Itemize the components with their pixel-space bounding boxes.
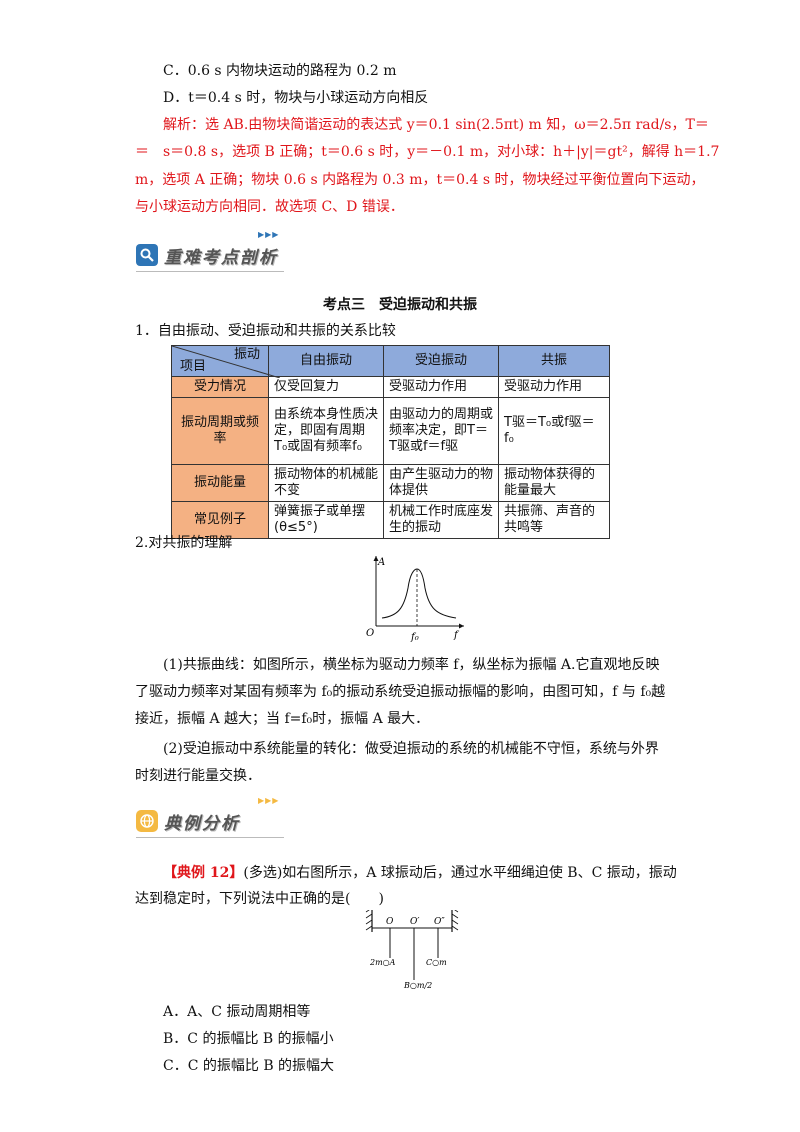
y-axis-label: A [377, 557, 385, 568]
ball-a-label: 2m○A [369, 958, 396, 967]
section-banner-examples: 典例分析 ▶▶▶ [136, 796, 284, 838]
para2-line-2: 时刻进行能量交换． [135, 768, 261, 784]
banner-title: 重难考点剖析 [164, 247, 278, 268]
analysis-line-3: m，选项 A 正确；物块 0.6 s 内路程为 0.3 m，t＝0.4 s 时，… [135, 172, 705, 188]
resonance-curve-graph: A f O f₀ [366, 556, 464, 643]
point-o-prime-label: O′ [410, 917, 419, 927]
table-header-row: 振动 项目 自由振动 受迫振动 共振 [171, 345, 610, 378]
table-corner: 振动 项目 [171, 345, 280, 378]
table-cell: 由驱动力的周期或频率决定，即T＝T驱或f＝f驱 [383, 397, 499, 465]
choice-c: C．C 的振幅比 B 的振幅大 [163, 1058, 335, 1074]
ball-b-label: B○m/2 [403, 981, 432, 990]
section-banner-key-points: 重难考点剖析 ▶▶▶ [136, 230, 284, 272]
table-cell: 受驱动力作用 [383, 376, 499, 398]
example-line-1: 【典例 12】(多选)如右图所示，A 球振动后，通过水平细绳迫使 B、C 振动，… [163, 862, 677, 882]
table-cell: 振动物体的机械能不变 [268, 464, 384, 502]
choice-b: B．C 的振幅比 B 的振幅小 [163, 1031, 334, 1047]
table-row: 受力情况 仅受回复力 受驱动力作用 受驱动力作用 [171, 376, 610, 398]
table-row: 振动周期或频率 由系统本身性质决定，即固有周期T₀或固有频率f₀ 由驱动力的周期… [171, 397, 610, 465]
row-label: 振动周期或频率 [171, 397, 269, 465]
arrows-decoration: ▶▶▶ [258, 796, 280, 805]
table-cell: 弹簧振子或单摆(θ≤5°) [268, 501, 384, 539]
arrows-decoration: ▶▶▶ [258, 230, 280, 239]
point-o-double-prime-label: O″ [434, 917, 445, 927]
row-label: 振动能量 [171, 464, 269, 502]
globe-icon [136, 810, 158, 832]
para1-line-1: (1)共振曲线：如图所示，横坐标为驱动力频率 f，纵坐标为振幅 A.它直观地反映 [163, 657, 660, 673]
table-row: 振动能量 振动物体的机械能不变 由产生驱动力的物体提供 振动物体获得的能量最大 [171, 464, 610, 502]
pendulum-diagram: O O′ O″ 2m○A C○m B○m/2 [365, 910, 459, 990]
table-cell: 振动物体获得的能量最大 [498, 464, 610, 502]
table-cell: T驱＝T₀或f驱＝f₀ [498, 397, 610, 465]
banner-title: 典例分析 [164, 813, 240, 834]
item-2-heading: 2.对共振的理解 [135, 535, 233, 551]
section-title: 考点三 受迫振动和共振 [323, 297, 477, 313]
magnifier-icon [136, 244, 158, 266]
example-tag: 【典例 12】 [163, 865, 244, 881]
x-axis-arrow [459, 623, 464, 629]
comparison-table: 振动 项目 自由振动 受迫振动 共振 受力情况 仅受回复力 受驱动力作用 受驱动… [171, 345, 610, 539]
header-resonance: 共振 [498, 345, 610, 377]
corner-bottom-label: 项目 [180, 359, 207, 374]
y-axis-arrow [373, 556, 379, 561]
point-o-label: O [386, 917, 394, 927]
item-1-heading: 1．自由振动、受迫振动和共振的关系比较 [135, 323, 396, 339]
option-d: D．t＝0.4 s 时，物块与小球运动方向相反 [163, 90, 429, 106]
para2-line-1: (2)受迫振动中系统能量的转化：做受迫振动的系统的机械能不守恒，系统与外界 [163, 741, 659, 757]
x-axis-label: f [453, 630, 460, 641]
option-c: C．0.6 s 内物块运动的路程为 0.2 m [163, 63, 397, 79]
row-label: 常见例子 [171, 501, 269, 539]
choice-a: A．A、C 振动周期相等 [163, 1004, 311, 1020]
table-cell: 机械工作时底座发生的振动 [383, 501, 499, 539]
corner-top-label: 振动 [233, 347, 260, 362]
row-label: 受力情况 [171, 376, 269, 398]
table-cell: 仅受回复力 [268, 376, 384, 398]
header-forced: 受迫振动 [383, 345, 499, 377]
example-text-1: (多选)如右图所示，A 球振动后，通过水平细绳迫使 B、C 振动，振动 [243, 865, 677, 881]
para1-line-3: 接近，振幅 A 越大；当 f=f₀时，振幅 A 最大． [135, 711, 430, 727]
ball-c-label: C○m [426, 958, 447, 967]
analysis-line-1: 解析：选 AB.由物块简谐运动的表达式 y＝0.1 sin(2.5πt) m 知… [163, 117, 709, 133]
example-line-2: 达到稳定时，下列说法中正确的是( ) [135, 891, 384, 907]
table-cell: 共振筛、声音的共鸣等 [498, 501, 610, 539]
table-row: 常见例子 弹簧振子或单摆(θ≤5°) 机械工作时底座发生的振动 共振筛、声音的共… [171, 501, 610, 539]
origin-label: O [366, 628, 374, 639]
table-cell: 由产生驱动力的物体提供 [383, 464, 499, 502]
resonance-curve [381, 568, 457, 619]
analysis-line-2: ＝ s＝0.8 s，选项 B 正确；t＝0.6 s 时，y＝－0.1 m，对小球… [135, 144, 720, 160]
table-cell: 由系统本身性质决定，即固有周期T₀或固有频率f₀ [268, 397, 384, 465]
analysis-line-4: 与小球运动方向相同．故选项 C、D 错误． [135, 199, 404, 215]
header-free: 自由振动 [268, 345, 384, 377]
peak-frequency-label: f₀ [410, 632, 419, 643]
para1-line-2: 了驱动力频率对某固有频率为 f₀的振动系统受迫振动振幅的影响，由图可知，f 与 … [135, 684, 666, 700]
table-cell: 受驱动力作用 [498, 376, 610, 398]
